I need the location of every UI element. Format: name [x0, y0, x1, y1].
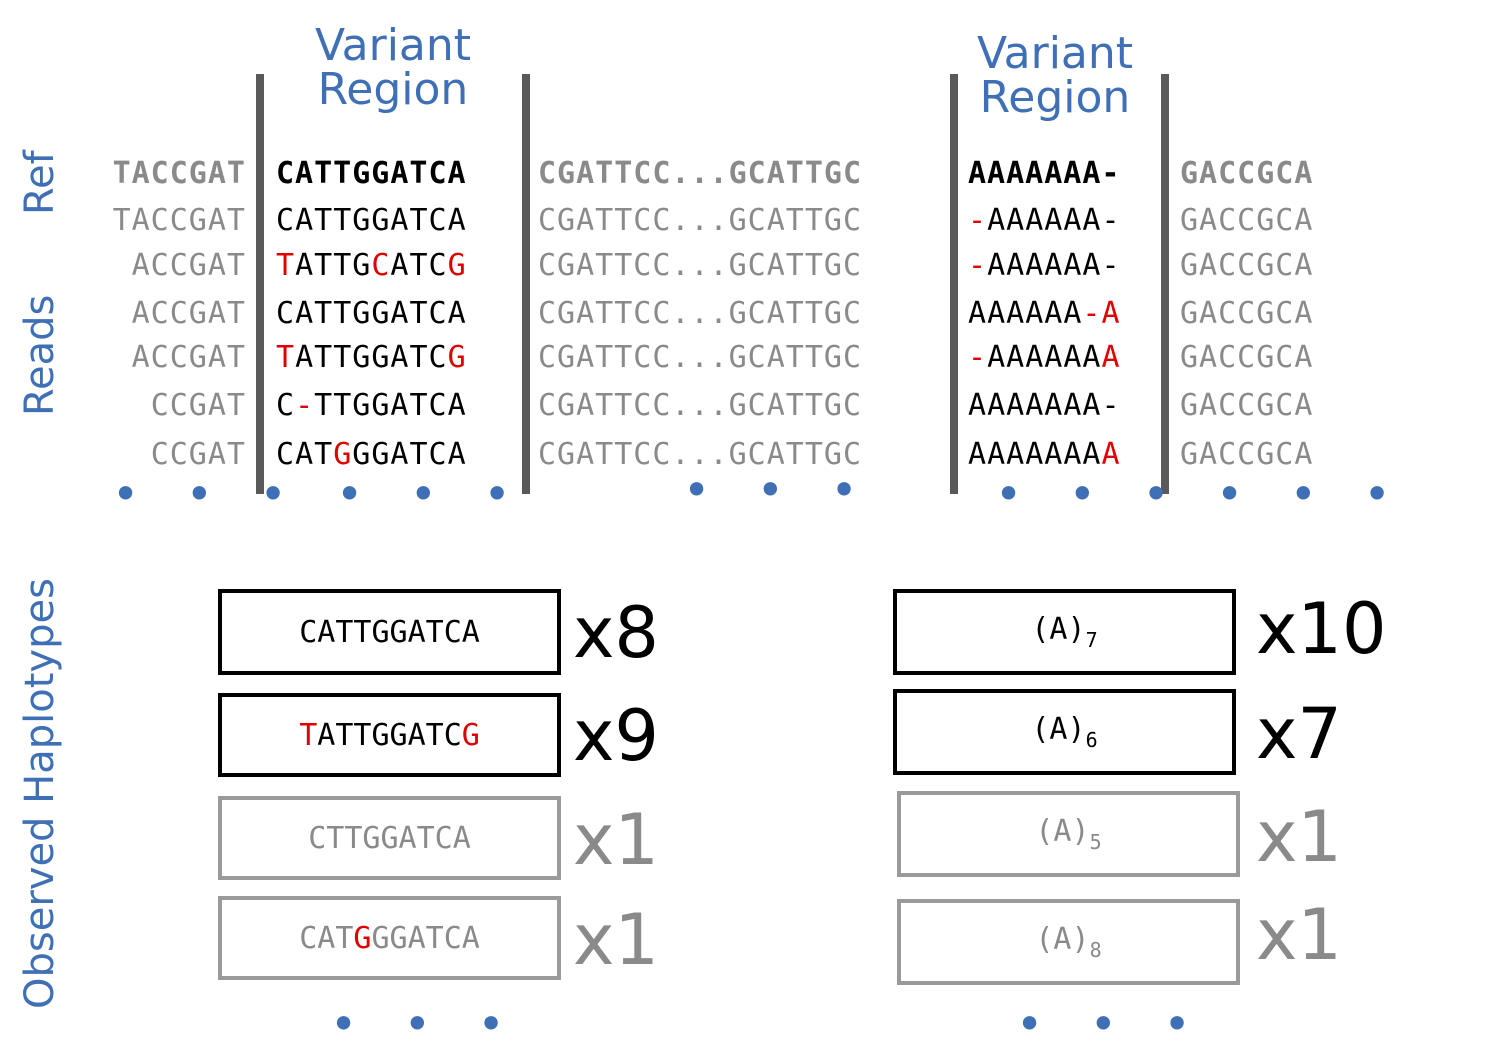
read-flank-right: GACCGCA	[1180, 203, 1314, 238]
haplotype-box-left-2: TATTGGATCG	[218, 693, 561, 777]
side-label-reads: Reads	[17, 294, 63, 416]
read-middle: CGATTCC...GCATTGC	[538, 248, 863, 283]
read-region-2: AAAAAAA-	[968, 388, 1121, 423]
divider-bar-2	[522, 74, 530, 494]
haplotype-box-left-3: CTTGGATCA	[218, 796, 561, 880]
haplotype-seq: (A)5	[1035, 814, 1102, 854]
haplotype-count-left-2: x9	[573, 695, 659, 777]
haplotype-count-right-2: x7	[1256, 693, 1342, 775]
read-region-1: CATTGGATCA	[276, 203, 467, 238]
read-middle: CGATTCC...GCATTGC	[538, 203, 863, 238]
read-region-1: CATGGGATCA	[276, 437, 467, 472]
read-flank-left: CCGAT	[150, 388, 246, 423]
ellipsis-flank-left: • • •	[112, 467, 303, 521]
read-region-2: AAAAAAAA	[968, 437, 1121, 472]
read-flank-right: GACCGCA	[1180, 340, 1314, 375]
haplotype-count-left-1: x8	[573, 592, 659, 674]
haplotype-box-right-2: (A)6	[893, 689, 1236, 775]
read-flank-right: GACCGCA	[1180, 296, 1314, 331]
read-region-2: -AAAAAA-	[968, 248, 1121, 283]
read-region-1: TATTGGATCG	[276, 340, 467, 375]
ref-flank-left: TACCGAT	[112, 156, 246, 191]
read-region-2: -AAAAAAA	[968, 340, 1121, 375]
variant-region-title-2: Variant Region	[976, 28, 1134, 123]
ref-region-1: CATTGGATCA	[276, 156, 467, 191]
haplotype-box-left-4: CATGGGATCA	[218, 896, 561, 980]
haplotype-count-left-3: x1	[573, 799, 659, 881]
haplotype-count-right-4: x1	[1256, 894, 1342, 976]
divider-bar-3	[950, 74, 958, 494]
read-middle: CGATTCC...GCATTGC	[538, 340, 863, 375]
haplotype-seq: (A)8	[1035, 922, 1102, 962]
variant-region-title-1: Variant Region	[314, 20, 472, 115]
haplotype-count-right-3: x1	[1256, 796, 1342, 878]
haplotype-seq: (A)6	[1031, 712, 1098, 752]
read-middle: CGATTCC...GCATTGC	[538, 388, 863, 423]
divider-bar-4	[1161, 74, 1169, 494]
read-region-1: CATTGGATCA	[276, 296, 467, 331]
read-region-2: AAAAAA-A	[968, 296, 1121, 331]
ellipsis-region-1: • • •	[336, 467, 527, 521]
read-flank-left: ACCGAT	[131, 340, 246, 375]
haplotype-seq: CTTGGATCA	[308, 820, 471, 856]
read-flank-left: TACCGAT	[112, 203, 246, 238]
ref-region-2: AAAAAAA-	[968, 156, 1121, 191]
ellipsis-haplotypes-left: • • •	[330, 997, 521, 1051]
ellipsis-flank-right: • • •	[1216, 467, 1407, 521]
read-middle: CGATTCC...GCATTGC	[538, 296, 863, 331]
haplotype-seq: CATTGGATCA	[299, 614, 480, 650]
ref-flank-right: GACCGCA	[1180, 156, 1314, 191]
divider-bar-1	[256, 74, 264, 494]
side-label-ref: Ref	[17, 150, 63, 215]
haplotype-seq: TATTGGATCG	[299, 717, 480, 753]
read-middle: CGATTCC...GCATTGC	[538, 437, 863, 472]
read-flank-left: ACCGAT	[131, 296, 246, 331]
haplotype-seq: CATGGGATCA	[299, 920, 480, 956]
read-region-1: C-TTGGATCA	[276, 388, 467, 423]
haplotype-count-right-1: x10	[1256, 588, 1387, 670]
read-flank-right: GACCGCA	[1180, 437, 1314, 472]
read-flank-left: ACCGAT	[131, 248, 246, 283]
haplotype-box-left-1: CATTGGATCA	[218, 589, 561, 675]
read-region-2: -AAAAAA-	[968, 203, 1121, 238]
haplotype-box-right-3: (A)5	[897, 791, 1240, 877]
ellipsis-haplotypes-right: • • •	[1016, 997, 1207, 1051]
side-label-observed-haplotypes: Observed Haplotypes	[17, 578, 63, 1009]
haplotype-seq: (A)7	[1031, 612, 1098, 652]
read-flank-right: GACCGCA	[1180, 248, 1314, 283]
read-region-1: TATTGCATCG	[276, 248, 467, 283]
ellipsis-middle: • • •	[683, 463, 874, 517]
read-flank-left: CCGAT	[150, 437, 246, 472]
read-flank-right: GACCGCA	[1180, 388, 1314, 423]
haplotype-box-right-4: (A)8	[897, 899, 1240, 985]
ellipsis-region-2: • • •	[995, 467, 1186, 521]
ref-middle: CGATTCC...GCATTGC	[538, 156, 863, 191]
haplotype-count-left-4: x1	[573, 899, 659, 981]
haplotype-box-right-1: (A)7	[893, 589, 1236, 675]
